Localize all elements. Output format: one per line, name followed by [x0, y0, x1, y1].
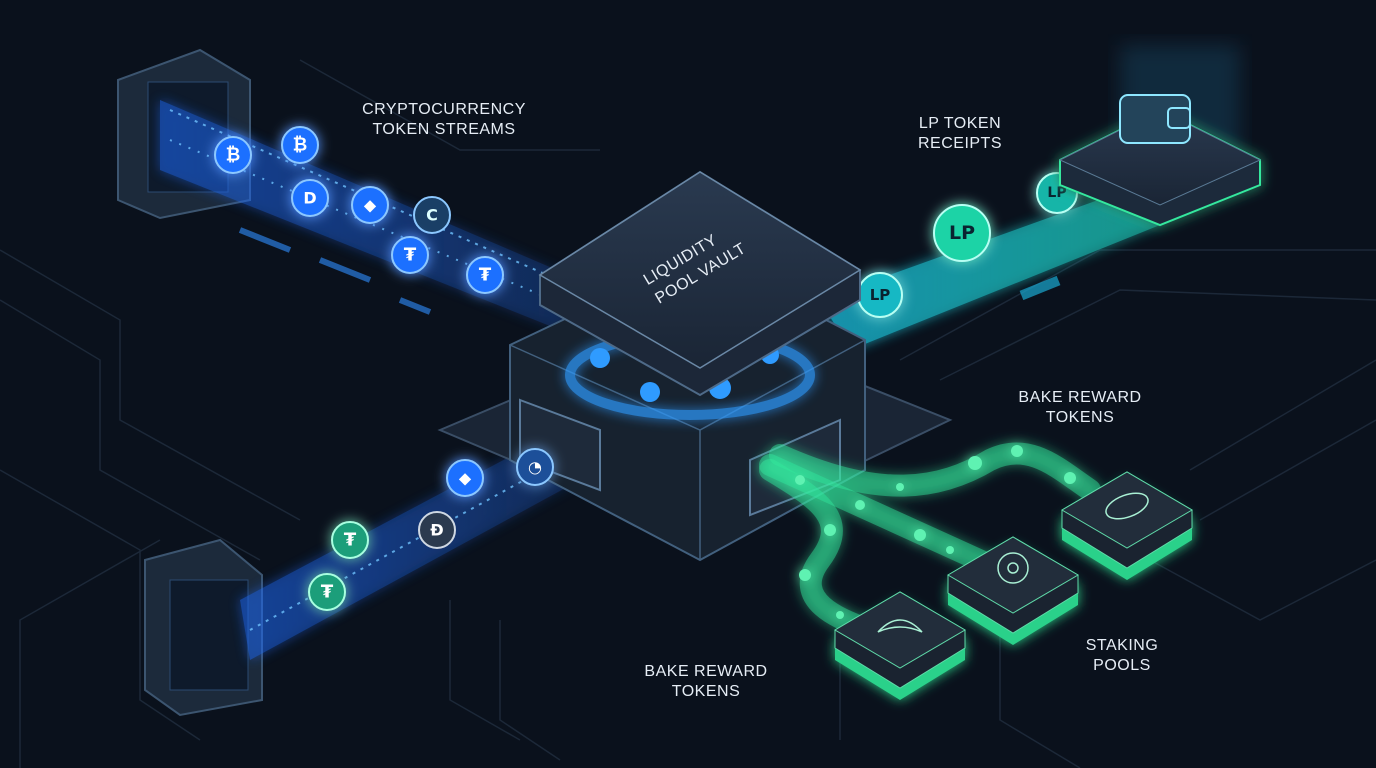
tether-token: ₮ — [466, 256, 504, 294]
svg-text:◔: ◔ — [528, 458, 542, 477]
tokens-bottom: ◆ ◔ ₮ Đ ₮ — [308, 448, 554, 611]
svg-text:LP: LP — [949, 222, 975, 244]
dash-token: D — [291, 179, 329, 217]
donut-icon — [997, 552, 1029, 584]
svg-text:₿: ₿ — [226, 145, 241, 166]
lp-token: LP — [933, 204, 991, 262]
tether-token: ₮ — [331, 521, 369, 559]
circuit-lines — [0, 59, 1376, 768]
croissant-icon — [877, 619, 923, 633]
lp-token-stream — [820, 185, 1160, 350]
svg-text:₮: ₮ — [404, 245, 417, 266]
wallet-receiver — [1058, 45, 1262, 227]
svg-text:₮: ₮ — [344, 530, 357, 551]
lp-token: LP — [857, 272, 903, 318]
pool-bread — [1061, 471, 1193, 580]
svg-text:₿: ₿ — [293, 135, 308, 156]
bread-icon — [1105, 492, 1149, 520]
tether-token: ₮ — [308, 573, 346, 611]
svg-text:◆: ◆ — [364, 196, 377, 215]
dai-token: Đ — [418, 511, 456, 549]
chart-coin-token: ◔ — [516, 448, 554, 486]
lp-tokens: LP LP LP — [857, 172, 1078, 318]
source-terminal-bottom — [144, 538, 263, 717]
ethereum-token: ◆ — [351, 186, 389, 224]
tether-token: ₮ — [391, 236, 429, 274]
svg-text:LP: LP — [1047, 185, 1066, 201]
ethereum-token: ◆ — [446, 459, 484, 497]
tokens-top: ₿ ₿ D ◆ C ₮ ₮ — [214, 126, 504, 294]
bitcoin-token: ₿ — [214, 136, 252, 174]
svg-text:◆: ◆ — [459, 469, 472, 488]
pool-donut — [947, 536, 1079, 645]
svg-text:Đ: Đ — [430, 521, 443, 540]
svg-text:₮: ₮ — [479, 265, 492, 286]
reward-streams — [759, 442, 1101, 641]
coin-token: C — [413, 196, 451, 234]
svg-text:C: C — [426, 206, 438, 225]
wallet-icon — [1119, 94, 1191, 144]
bitcoin-token: ₿ — [281, 126, 319, 164]
svg-text:₮: ₮ — [321, 582, 334, 603]
svg-text:LP: LP — [870, 286, 891, 304]
svg-text:D: D — [303, 189, 316, 208]
pool-croissant — [834, 591, 966, 700]
staking-pools — [834, 471, 1193, 700]
